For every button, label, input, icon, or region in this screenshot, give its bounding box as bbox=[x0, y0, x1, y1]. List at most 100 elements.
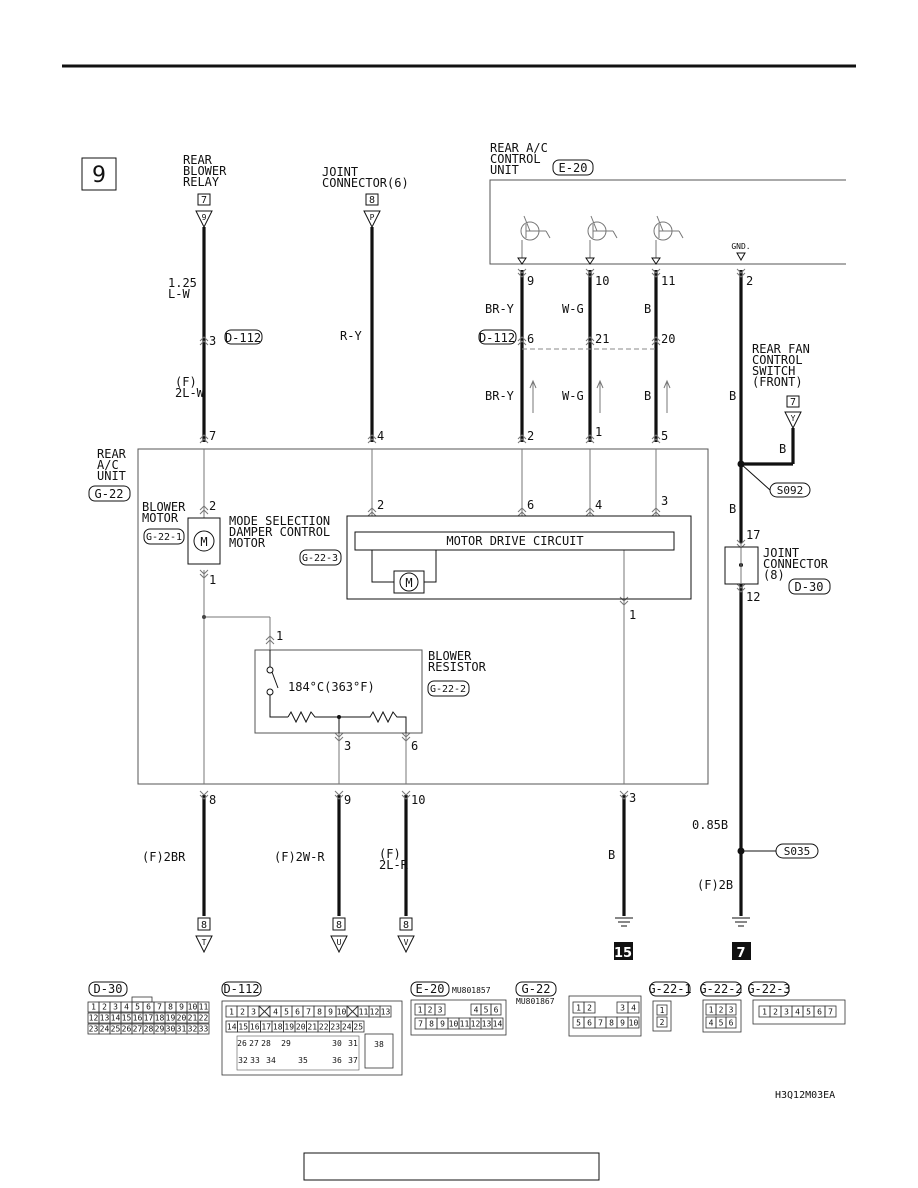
svg-text:1: 1 bbox=[629, 608, 636, 622]
g223-pin: 1 bbox=[762, 1008, 767, 1017]
g223-pin: 7 bbox=[828, 1008, 833, 1017]
d30-pin: 9 bbox=[179, 1003, 184, 1012]
gnd-label: GND. bbox=[731, 242, 750, 251]
wire-c11-top: B bbox=[644, 302, 651, 316]
g222-pin: 6 bbox=[729, 1019, 734, 1028]
svg-text:32: 32 bbox=[238, 1056, 248, 1065]
d30-pin: 14 bbox=[111, 1014, 121, 1023]
d112-badge-right bbox=[478, 329, 517, 345]
wire-c9-top: BR-Y bbox=[485, 302, 515, 316]
g222-pin: 4 bbox=[709, 1019, 714, 1028]
g22-pin: 9 bbox=[620, 1019, 625, 1028]
svg-text:11: 11 bbox=[661, 274, 675, 288]
g222-pin: 1 bbox=[709, 1006, 714, 1015]
bottom-tag-2: 8 bbox=[336, 920, 342, 931]
page-number: 9 bbox=[92, 163, 106, 188]
g223-pin: 3 bbox=[784, 1008, 789, 1017]
svg-text:38: 38 bbox=[374, 1040, 384, 1049]
svg-text:3: 3 bbox=[209, 334, 216, 348]
svg-text:28: 28 bbox=[261, 1039, 271, 1048]
d112-pin: 18 bbox=[273, 1023, 283, 1032]
d112-code-right: D-112 bbox=[479, 331, 515, 345]
d112-pin: 12 bbox=[370, 1008, 380, 1017]
svg-text:2: 2 bbox=[377, 498, 384, 512]
d30-pin: 21 bbox=[188, 1014, 198, 1023]
svg-text:35: 35 bbox=[298, 1056, 308, 1065]
svg-text:36: 36 bbox=[332, 1056, 342, 1065]
legend-e20-code: E-20 bbox=[416, 982, 445, 996]
wire-c10-top: W-G bbox=[562, 302, 584, 316]
d30-pin: 17 bbox=[144, 1014, 154, 1023]
g222-pin: 2 bbox=[719, 1006, 724, 1015]
svg-text:8: 8 bbox=[209, 793, 216, 807]
d112-pin: 24 bbox=[342, 1023, 352, 1032]
e20-pin: 6 bbox=[494, 1006, 499, 1015]
svg-text:9: 9 bbox=[344, 793, 351, 807]
d112-pin: 17 bbox=[261, 1023, 271, 1032]
svg-text:26: 26 bbox=[237, 1039, 247, 1048]
wire-c9-bottom: BR-Y bbox=[485, 389, 515, 403]
d30-pin: 22 bbox=[199, 1014, 209, 1023]
wire-out-9: (F)2W-R bbox=[274, 850, 325, 864]
svg-text:33: 33 bbox=[250, 1056, 260, 1065]
g222-pin: 3 bbox=[729, 1006, 734, 1015]
thermal-fuse-temp: 184°C(363°F) bbox=[288, 680, 375, 694]
internal-wires bbox=[203, 449, 657, 784]
d30-pin: 23 bbox=[89, 1025, 99, 1034]
d112-pin: 22 bbox=[319, 1023, 329, 1032]
splice-s092-label: S092 bbox=[777, 484, 804, 497]
e20-pin: 12 bbox=[471, 1020, 481, 1029]
wire-joint-connector: R-Y bbox=[340, 329, 362, 343]
wire-gnd-b3: B bbox=[729, 502, 736, 516]
blower-motor-symbol: M bbox=[200, 535, 207, 549]
d30-pin: 18 bbox=[155, 1014, 165, 1023]
e20-pin: 13 bbox=[482, 1020, 492, 1029]
d30-pin: 28 bbox=[144, 1025, 154, 1034]
svg-text:17: 17 bbox=[746, 528, 760, 542]
ground-15-number: 15 bbox=[614, 946, 632, 961]
d30-pin: 19 bbox=[166, 1014, 176, 1023]
blower-resistor-code: G-22-2 bbox=[430, 684, 466, 695]
d112-pin: 20 bbox=[296, 1023, 306, 1032]
legend-e20-badge bbox=[410, 981, 450, 997]
splice-s092: S092 bbox=[737, 460, 811, 498]
svg-text:4: 4 bbox=[377, 429, 384, 443]
svg-text:3: 3 bbox=[629, 791, 636, 805]
mode-damper-motor-symbol: M bbox=[405, 576, 412, 590]
svg-text:3: 3 bbox=[344, 739, 351, 753]
svg-text:37: 37 bbox=[348, 1056, 358, 1065]
e20-pin: 14 bbox=[493, 1020, 503, 1029]
rear-fan-control-switch-pin: Y bbox=[791, 414, 796, 423]
ground-7-number: 7 bbox=[736, 946, 745, 961]
g22-pin: 7 bbox=[598, 1019, 603, 1028]
d30-pin: 5 bbox=[135, 1003, 140, 1012]
joint-connector-8-code: D-30 bbox=[795, 580, 824, 594]
d112-pin: 19 bbox=[284, 1023, 294, 1032]
d30-pin: 10 bbox=[188, 1003, 198, 1012]
d30-pin: 8 bbox=[168, 1003, 173, 1012]
d30-pin: 32 bbox=[188, 1025, 198, 1034]
e20-pin: 2 bbox=[428, 1006, 433, 1015]
svg-text:29: 29 bbox=[281, 1039, 291, 1048]
rear-ac-unit-code: G-22 bbox=[95, 487, 124, 501]
svg-text:4: 4 bbox=[595, 498, 602, 512]
splice-s035: S035 bbox=[737, 843, 819, 859]
legend-d30-code: D-30 bbox=[94, 982, 123, 996]
svg-text:2: 2 bbox=[746, 274, 753, 288]
svg-text:1: 1 bbox=[276, 629, 283, 643]
svg-text:2: 2 bbox=[209, 499, 216, 513]
svg-text:5: 5 bbox=[661, 429, 668, 443]
g222-pin: 5 bbox=[719, 1019, 724, 1028]
